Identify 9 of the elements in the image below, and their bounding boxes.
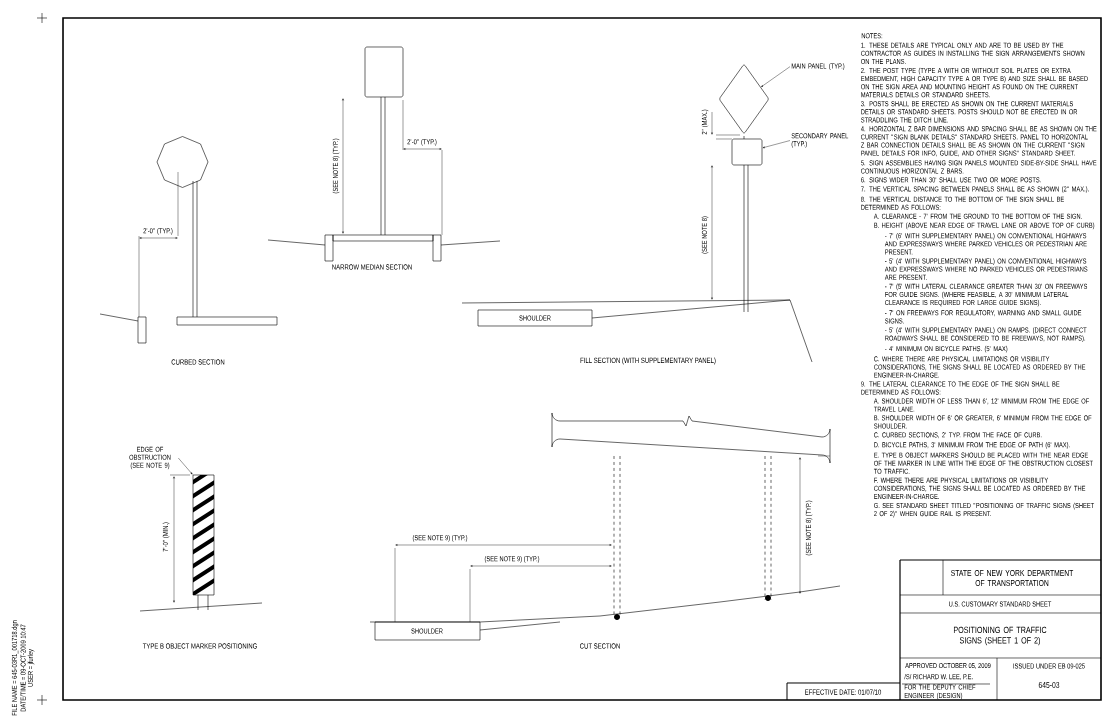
sheet-number: 645-03 [1038, 682, 1060, 688]
object-marker [192, 474, 215, 596]
title-block-text: STATE OF NEW YORK DEPARTMENT OF TRANSPORTATION [951, 570, 1074, 586]
sign-panel [731, 138, 763, 166]
title-block-title: POSITIONING OF TRAFFIC SIGNS (SHEET 1 OF 2) [953, 626, 1047, 646]
leader-line [761, 66, 791, 87]
leader-line [762, 140, 791, 149]
sign-panel [719, 64, 769, 134]
leader-line [178, 457, 193, 475]
